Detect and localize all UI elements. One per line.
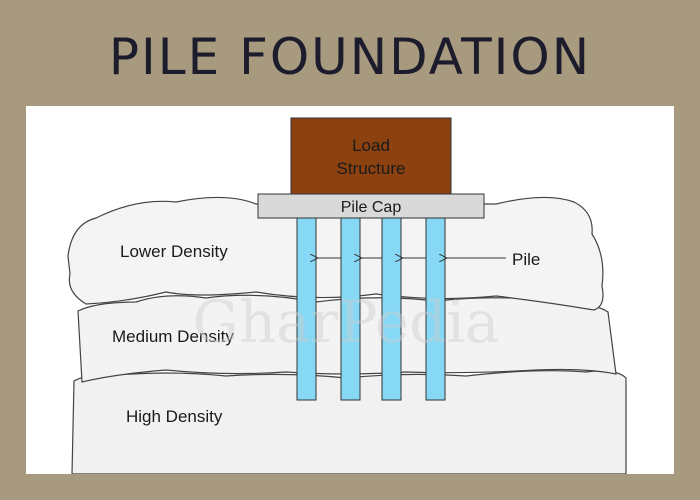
watermark-text: GharPedia (193, 288, 500, 356)
high-density-label: High Density (126, 407, 223, 426)
load-structure-label-line1: Load (352, 136, 390, 155)
soil-layer-lower-density (67, 196, 604, 311)
pile-cap-label: Pile Cap (341, 199, 402, 216)
page-title: PILE FOUNDATION (108, 28, 592, 86)
pile-3 (381, 217, 402, 401)
load-structure-block (290, 117, 452, 195)
lower-density-label: Lower Density (120, 242, 228, 261)
pile-2 (340, 217, 361, 401)
pile-cap-block (257, 193, 485, 219)
diagram-panel: Load Structure Pile Cap Pile Lower Densi… (26, 106, 674, 474)
load-structure-label-line2: Structure (337, 159, 406, 178)
pile-label: Pile (512, 250, 540, 269)
pile-foundation-diagram: Load Structure Pile Cap Pile Lower Densi… (67, 117, 627, 474)
pile-4 (425, 217, 446, 401)
pile-1 (296, 217, 317, 401)
medium-density-label: Medium Density (112, 327, 234, 346)
